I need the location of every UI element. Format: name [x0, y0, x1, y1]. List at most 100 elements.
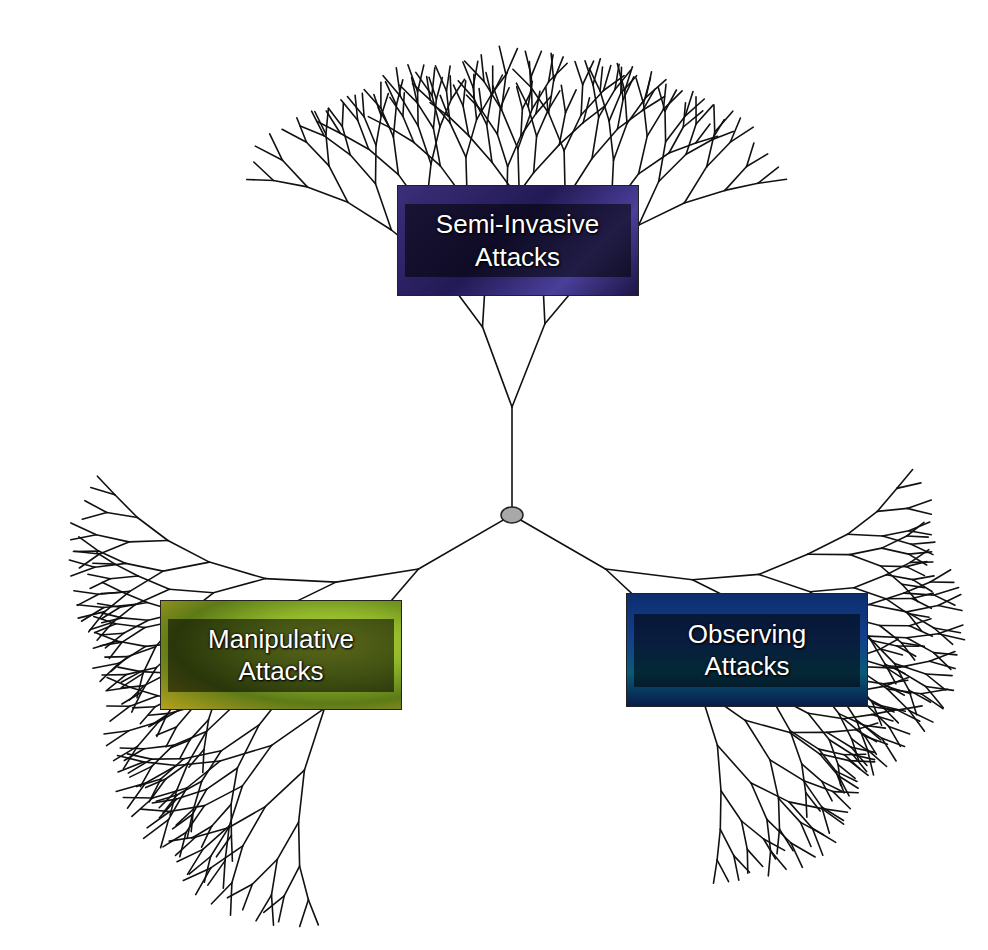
tree-branch: [497, 134, 507, 166]
tree-branch: [904, 582, 930, 593]
tree-branch: [481, 55, 484, 82]
tree-branch: [283, 160, 308, 187]
tree-branch: [907, 522, 924, 536]
category-box: Semi-Invasive Attacks: [397, 185, 639, 296]
tree-branch: [779, 798, 780, 829]
tree-branch: [231, 768, 237, 804]
tree-branch: [886, 575, 912, 580]
tree-branch: [152, 745, 173, 766]
tree-branch: [844, 715, 872, 719]
tree-branch: [758, 179, 787, 183]
tree-branch: [907, 606, 938, 612]
tree-branch: [639, 153, 669, 174]
tree-branch: [759, 574, 810, 591]
tree-branch: [593, 85, 599, 117]
tree-branch: [375, 145, 377, 184]
tree-branch: [122, 628, 145, 643]
tree-branch: [768, 851, 770, 876]
tree-branch: [299, 822, 300, 866]
tree-branch: [686, 140, 712, 155]
tree-branch: [644, 104, 648, 137]
tree-branch: [719, 791, 721, 830]
tree-branch: [780, 829, 794, 851]
tree-branch: [827, 730, 856, 733]
tree-branch: [566, 90, 577, 113]
tree-branch: [907, 508, 931, 514]
tree-branch: [265, 770, 304, 806]
tree-branch: [850, 548, 882, 555]
tree-branch: [254, 162, 274, 181]
tree-branch: [417, 92, 419, 126]
tree-branch: [625, 91, 627, 124]
tree-branch: [492, 75, 503, 96]
tree-branch: [881, 639, 899, 649]
tree-branch: [898, 710, 920, 721]
tree-branch: [169, 589, 213, 593]
tree-branch: [130, 571, 163, 591]
tree-branch: [111, 657, 128, 672]
tree-branch: [717, 860, 729, 882]
tree-branch: [499, 46, 506, 74]
tree-branch: [848, 534, 883, 536]
tree-branch: [777, 829, 780, 854]
tree-branch: [659, 154, 686, 181]
tree-branch: [133, 707, 156, 708]
tree-branch: [427, 77, 431, 101]
tree-branch: [592, 129, 618, 159]
tree-branch: [848, 511, 878, 534]
tree-branch: [647, 109, 663, 136]
tree-branch: [362, 93, 364, 116]
tree-branch: [220, 745, 272, 761]
tree-branch: [636, 78, 643, 103]
tree-branch: [531, 87, 549, 113]
tree-branch: [665, 90, 676, 111]
tree-branch: [537, 111, 548, 137]
tree-branch: [549, 113, 565, 151]
tree-branch: [221, 725, 259, 751]
tree-branch: [745, 720, 770, 760]
tree-branch: [528, 107, 537, 137]
tree-branch: [600, 67, 602, 91]
tree-branch: [833, 792, 850, 809]
tree-branch: [907, 536, 928, 537]
tree-branch: [559, 123, 583, 145]
tree-branch: [107, 705, 130, 707]
tree-branch: [907, 638, 934, 653]
tree-branch: [454, 85, 464, 106]
tree-branch: [882, 738, 896, 761]
tree-branch: [231, 883, 232, 916]
tree-branch: [191, 809, 193, 832]
tree-branch: [171, 740, 190, 748]
tree-branch: [99, 591, 130, 594]
tree-branch: [364, 90, 381, 109]
tree-branch: [90, 579, 110, 589]
tree-branch: [617, 64, 624, 91]
tree-branch: [100, 642, 122, 646]
tree-branch: [877, 488, 897, 511]
category-label: Observing Attacks: [634, 614, 860, 687]
tree-branch: [714, 860, 718, 883]
tree-branch: [808, 713, 843, 719]
tree-branch: [934, 595, 955, 605]
tree-branch: [307, 142, 330, 166]
tree-branch: [329, 166, 348, 202]
tree-branch: [930, 570, 950, 582]
tree-branch: [910, 550, 929, 563]
tree-branch: [751, 783, 767, 819]
tree-branch: [209, 562, 265, 579]
tree-branch: [664, 111, 666, 142]
tree-branch: [897, 483, 921, 489]
tree-branch: [122, 673, 143, 687]
tree-branch: [105, 656, 128, 658]
tree-branch: [192, 826, 212, 838]
tree-branch: [85, 501, 107, 513]
tree-branch: [606, 569, 693, 580]
tree-branch: [854, 575, 887, 588]
tree-branch: [163, 562, 209, 571]
tree-branch: [909, 711, 924, 732]
tree-branch: [82, 513, 107, 520]
tree-branch: [71, 535, 97, 540]
tree-branch: [74, 551, 99, 554]
